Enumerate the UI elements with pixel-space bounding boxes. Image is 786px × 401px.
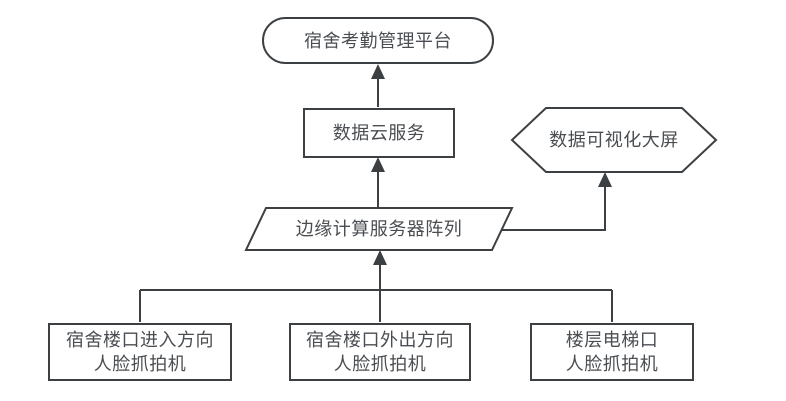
node-camera-elevator-line1: 楼层电梯口 <box>565 330 659 350</box>
arrowhead-to-edge <box>373 250 387 265</box>
node-camera-elevator-line2: 人脸抓拍机 <box>565 354 659 374</box>
node-camera-entry-line1: 宿舍楼口进入方向 <box>66 330 214 350</box>
node-platform-label: 宿舍考勤管理平台 <box>304 30 452 51</box>
node-cloud-service: 数据云服务 <box>303 108 455 158</box>
node-camera-exit: 宿舍楼口外出方向 人脸抓拍机 <box>289 323 471 381</box>
node-cloud-service-label: 数据云服务 <box>332 123 426 143</box>
node-visualization-screen-label: 数据可视化大屏 <box>549 130 679 150</box>
arrowhead-to-cloud <box>371 157 385 172</box>
node-camera-exit-line1: 宿舍楼口外出方向 <box>306 330 454 350</box>
node-edge-server-array-label: 边缘计算服务器阵列 <box>295 219 463 239</box>
node-camera-elevator: 楼层电梯口 人脸抓拍机 <box>530 323 694 381</box>
node-camera-entry-line2: 人脸抓拍机 <box>93 354 187 374</box>
arrowhead-to-screen <box>598 172 612 187</box>
visualization-screen-shape <box>510 107 718 173</box>
node-platform: 宿舍考勤管理平台 <box>262 17 494 64</box>
node-camera-entry: 宿舍楼口进入方向 人脸抓拍机 <box>48 323 232 381</box>
arrowhead-to-platform <box>371 64 385 79</box>
connector-edge-to-screen <box>501 186 606 231</box>
node-camera-exit-line2: 人脸抓拍机 <box>333 354 427 374</box>
edge-server-array-shape <box>244 207 514 251</box>
node-edge-server-array: 边缘计算服务器阵列 <box>279 208 479 250</box>
node-visualization-screen: 数据可视化大屏 <box>512 108 716 172</box>
